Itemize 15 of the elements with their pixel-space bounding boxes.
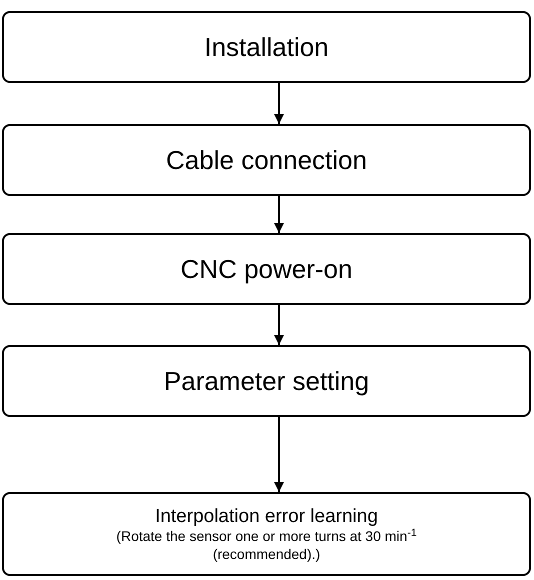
process-box — [2, 11, 531, 83]
step-title: CNC power-on — [180, 252, 352, 286]
step-title: Interpolation error learning — [155, 504, 378, 528]
arrow — [274, 305, 284, 345]
process-box — [2, 345, 531, 417]
step-title: Cable connection — [166, 144, 367, 176]
arrow — [274, 417, 284, 492]
step-note: (Rotate the sensor one or more turns at 30 min$^{-1}$ (recommended).) — [115, 528, 418, 564]
process-box — [2, 233, 531, 305]
step-title: Parameter setting — [164, 364, 370, 398]
arrow — [274, 196, 284, 233]
process-box — [2, 124, 531, 196]
process-box — [2, 492, 531, 576]
arrow — [274, 83, 284, 124]
step-title: Installation — [204, 30, 329, 64]
